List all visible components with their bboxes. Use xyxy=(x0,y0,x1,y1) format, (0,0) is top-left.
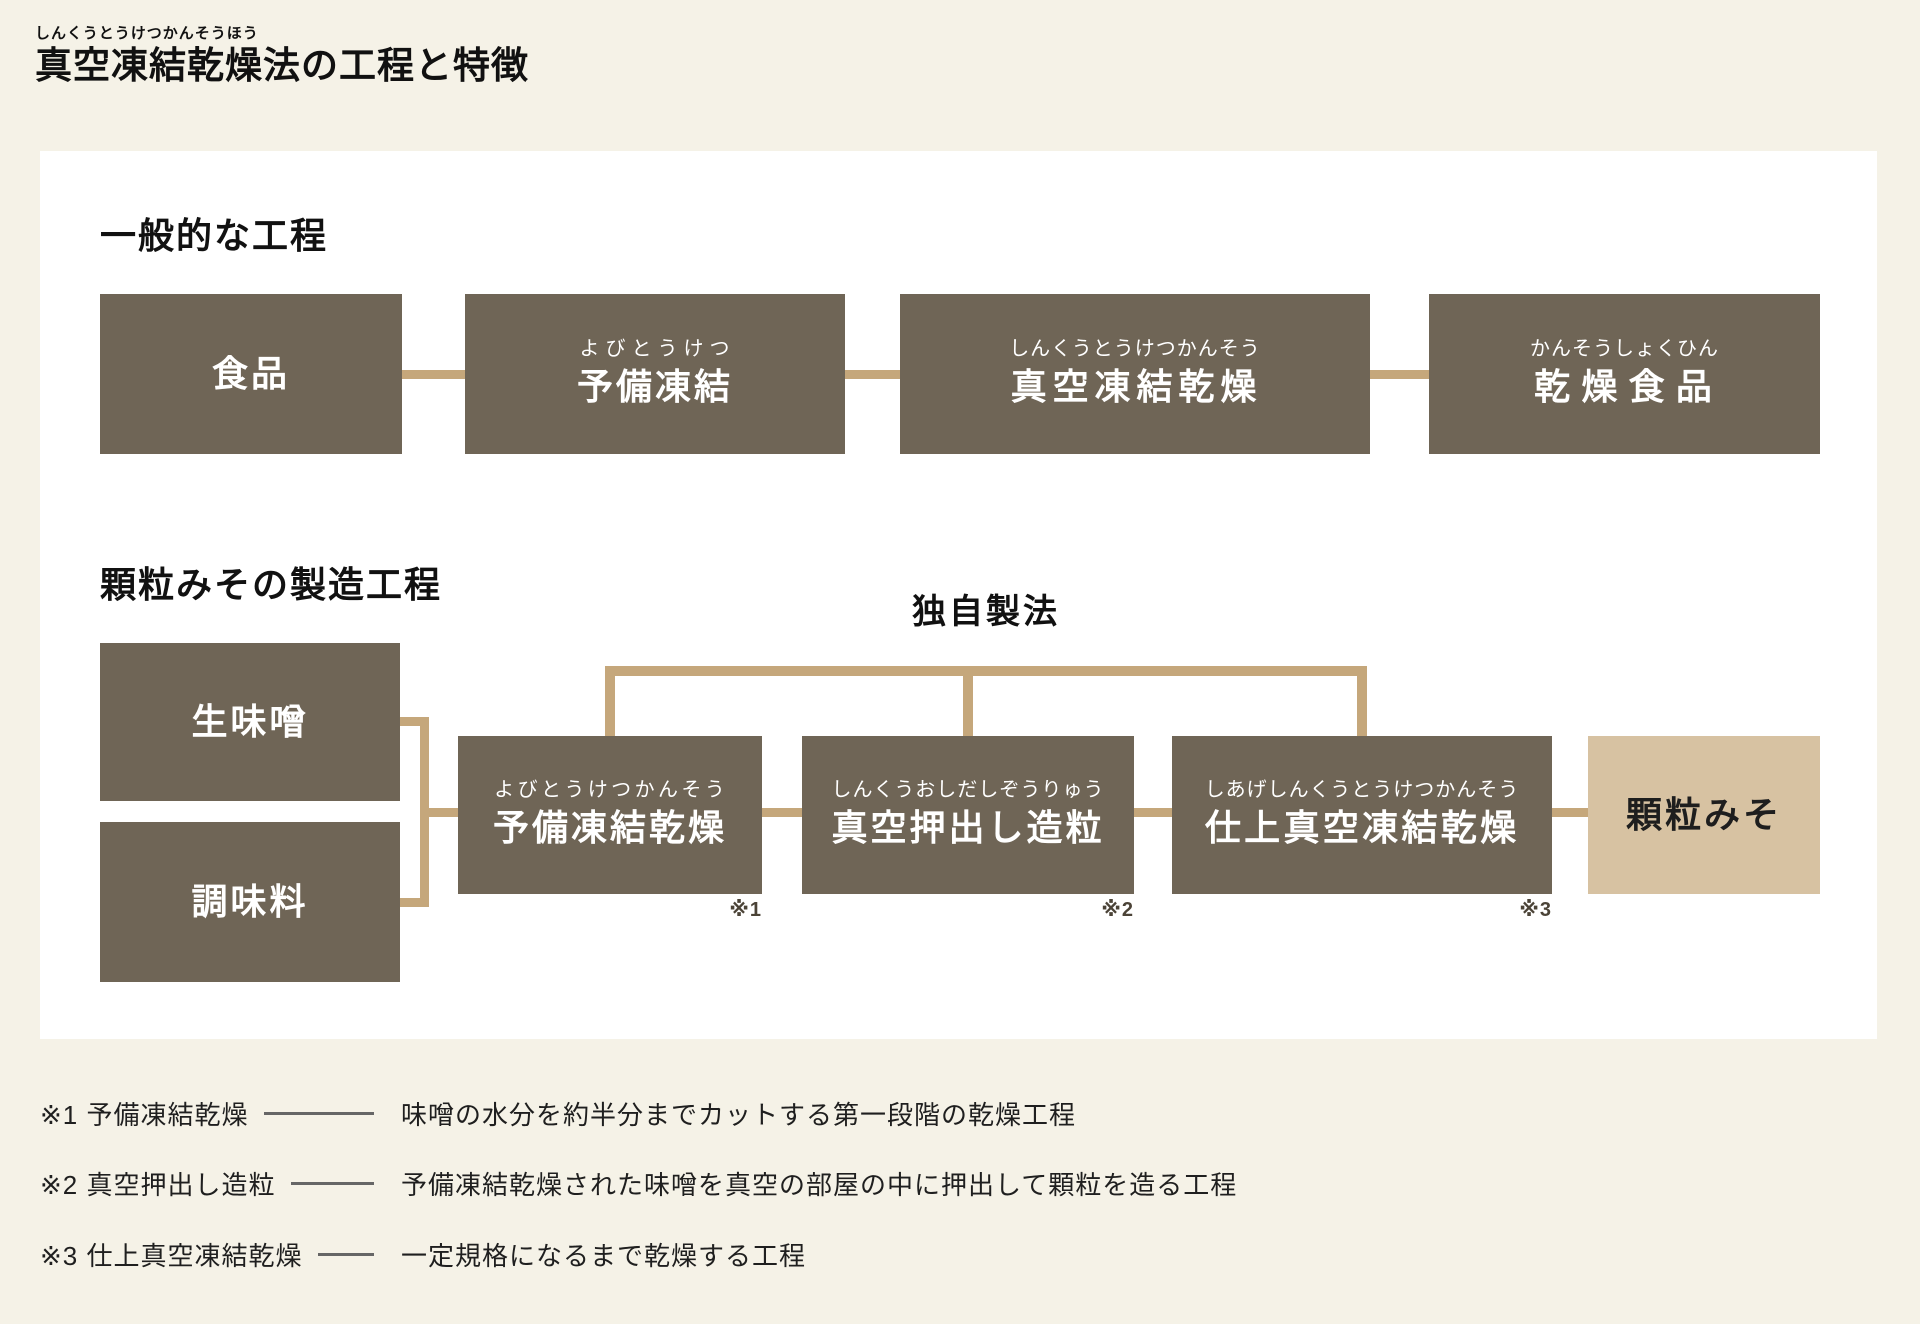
step-box-food-label: 食品 xyxy=(211,352,290,394)
note-ref-3: ※3 xyxy=(1519,899,1552,921)
connector-line xyxy=(402,370,465,379)
connector-line xyxy=(1370,370,1429,379)
note-row: ※2 真空押出し造粒 予備凍結乾燥された味噌を真空の部屋の中に押出して顆粒を造る… xyxy=(40,1166,1540,1200)
connector-line xyxy=(1552,808,1588,817)
miso-process-heading: 顆粒みその製造工程 xyxy=(100,565,443,605)
step-box-pre-freeze-drying-label: 予備凍結乾燥 xyxy=(492,806,727,848)
note-head: ※2 真空押出し造粒 xyxy=(40,1165,374,1202)
junction-line xyxy=(429,808,458,817)
input-box-seasoning-label: 調味料 xyxy=(191,880,309,922)
note-row: ※3 仕上真空凍結乾燥 一定規格になるまで乾燥する工程 xyxy=(40,1237,1540,1271)
note-description: 一定規格になるまで乾燥する工程 xyxy=(401,1240,807,1271)
step-box-finish-vacuum-freeze-drying-furigana: しあげしんくうとうけつかんそう xyxy=(1204,778,1520,801)
step-box-finish-vacuum-freeze-drying: 仕上真空凍結乾燥 しあげしんくうとうけつかんそう xyxy=(1172,736,1552,894)
junction-line xyxy=(400,898,429,907)
junction-line xyxy=(400,717,429,726)
note-label: ※2 真空押出し造粒 xyxy=(40,1169,276,1200)
connector-line xyxy=(845,370,900,379)
step-box-vacuum-extrusion-granulation-furigana: しんくうおしだしぞうりゅう xyxy=(831,778,1105,801)
step-box-dried-food-furigana: かんそうしょくひん xyxy=(1530,337,1719,360)
result-box-granulated-miso-label: 顆粒みそ xyxy=(1625,793,1782,835)
connector-line xyxy=(1134,808,1172,817)
input-box-seasoning: 調味料 xyxy=(100,822,400,982)
note-description: 予備凍結乾燥された味噌を真空の部屋の中に押出して顆粒を造る工程 xyxy=(401,1169,1238,1200)
original-method-bracket-drop xyxy=(605,666,615,736)
input-box-raw-miso-label: 生味噌 xyxy=(191,700,309,742)
step-box-pre-freeze-drying: 予備凍結乾燥 よびとうけつかんそう xyxy=(458,736,762,894)
note-ref-1: ※1 xyxy=(729,899,762,921)
page-title: 真空凍結乾燥法 しんくうとうけつかんそうほうの工程と特徴 xyxy=(35,26,529,89)
note-description: 味噌の水分を約半分までカットする第一段階の乾燥工程 xyxy=(401,1099,1077,1130)
step-box-pre-freezing: 予備凍結 よびとうけつ xyxy=(465,294,845,454)
result-box-granulated-miso: 顆粒みそ xyxy=(1588,736,1820,894)
step-box-vacuum-freeze-drying: 真空凍結乾燥 しんくうとうけつかんそう xyxy=(900,294,1370,454)
step-box-pre-freezing-label: 予備凍結 xyxy=(576,365,733,407)
note-dash-line xyxy=(264,1111,374,1115)
junction-line xyxy=(420,717,429,907)
step-box-vacuum-extrusion-granulation-label: 真空押出し造粒 xyxy=(831,806,1105,848)
step-box-vacuum-extrusion-granulation: 真空押出し造粒 しんくうおしだしぞうりゅう xyxy=(802,736,1134,894)
note-dash-line xyxy=(318,1252,374,1256)
note-label: ※1 予備凍結乾燥 xyxy=(40,1099,249,1130)
step-box-food: 食品 xyxy=(100,294,402,454)
general-process-heading: 一般的な工程 xyxy=(100,216,329,256)
original-method-bracket-drop xyxy=(963,666,973,736)
original-method-bracket xyxy=(605,666,1367,676)
step-box-dried-food-label: 乾燥食品 xyxy=(1530,365,1719,407)
note-ref-2: ※2 xyxy=(1101,899,1134,921)
title-furigana: しんくうとうけつかんそうほう xyxy=(35,26,301,42)
input-box-raw-miso: 生味噌 xyxy=(100,643,400,801)
original-method-bracket-drop xyxy=(1357,666,1367,736)
step-box-vacuum-freeze-drying-furigana: しんくうとうけつかんそう xyxy=(1009,337,1261,360)
note-head: ※3 仕上真空凍結乾燥 xyxy=(40,1236,374,1273)
note-dash-line xyxy=(291,1181,374,1185)
step-box-finish-vacuum-freeze-drying-label: 仕上真空凍結乾燥 xyxy=(1204,806,1520,848)
page-title-text: 真空凍結乾燥法 しんくうとうけつかんそうほうの工程と特徴 xyxy=(35,26,529,89)
step-box-vacuum-freeze-drying-label: 真空凍結乾燥 xyxy=(1009,365,1261,407)
original-method-label: 独自製法 xyxy=(912,594,1060,631)
note-row: ※1 予備凍結乾燥 味噌の水分を約半分までカットする第一段階の乾燥工程 xyxy=(40,1096,1540,1130)
title-suffix: の工程と特徴 xyxy=(301,46,529,87)
title-ruby-base: 真空凍結乾燥法 xyxy=(35,46,301,87)
step-box-pre-freeze-drying-furigana: よびとうけつかんそう xyxy=(492,778,727,801)
connector-line xyxy=(762,808,802,817)
note-label: ※3 仕上真空凍結乾燥 xyxy=(40,1240,303,1271)
note-head: ※1 予備凍結乾燥 xyxy=(40,1095,374,1132)
step-box-dried-food: 乾燥食品 かんそうしょくひん xyxy=(1429,294,1820,454)
step-box-pre-freezing-furigana: よびとうけつ xyxy=(576,337,733,360)
